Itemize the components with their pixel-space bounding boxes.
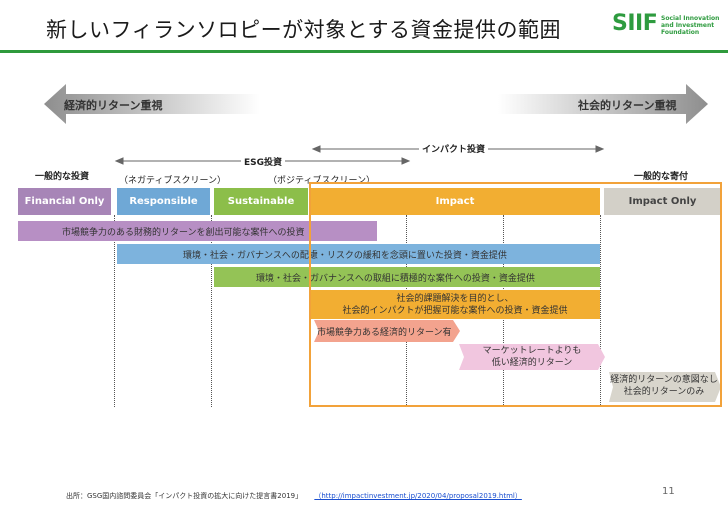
- category-impact: Impact: [310, 188, 600, 215]
- bar-label: 市場競争力のある財務的リターンを創出可能な案件への投資: [62, 227, 305, 238]
- dotted-divider: [114, 215, 115, 407]
- category-impact-only: Impact Only: [604, 188, 721, 215]
- bar-label: 環境・社会・ガバナンスへの配慮・リスクの緩和を念頭に置いた投資・資金提供: [183, 250, 507, 261]
- general-donation-label: 一般的な寄付: [634, 172, 689, 182]
- general-investment-label: 一般的な投資: [35, 172, 90, 182]
- bar-esg-risk-mitigation: 環境・社会・ガバナンスへの配慮・リスクの緩和を念頭に置いた投資・資金提供: [117, 244, 600, 264]
- impact-investment-label: インパクト投資: [419, 142, 489, 155]
- impact-scope-highlight-frame: [309, 182, 722, 407]
- arrow-below-market-return: [459, 344, 605, 370]
- positive-screening-label: （ポジティブスクリーン）: [268, 176, 376, 186]
- below-market-return-label: マーケットレートよりも 低い経済的リターン: [466, 345, 598, 369]
- esg-investment-label: ESG投資: [241, 155, 286, 168]
- source-text: 出所：GSG国内諮問委員会「インパクト投資の拡大に向けた提言書2019」: [66, 492, 303, 500]
- label-line: マーケットレートよりも: [482, 346, 582, 356]
- title-divider: [0, 50, 728, 53]
- logo-sub-line: Social Innovation: [661, 15, 720, 22]
- dotted-divider: [211, 215, 212, 407]
- return-type-arrows: [314, 320, 721, 402]
- category-financial-only: Financial Only: [18, 188, 111, 215]
- dotted-divider: [600, 215, 601, 407]
- page-number: 11: [662, 486, 675, 497]
- right-spectrum-arrow: [498, 84, 708, 124]
- siif-logo: SIIF: [612, 11, 658, 36]
- label-line: 経済的リターンの意図なし: [610, 375, 718, 385]
- arrow-social-only: [609, 372, 721, 402]
- bar-label: 社会的課題解決を目的とし、: [396, 293, 514, 304]
- logo-sub-line: Foundation: [661, 29, 700, 36]
- page-title: 新しいフィランソロピーが対象とする資金提供の範囲: [46, 18, 561, 42]
- bar-label: 社会的インパクトが把握可能な案件への投資・資金提供: [342, 305, 568, 316]
- economic-return-label: 経済的リターン重視: [64, 99, 163, 112]
- category-responsible: Responsible: [117, 188, 210, 215]
- logo-sub-line: and Investment: [661, 22, 715, 29]
- siif-logo-subtitle: Social Innovation and Investment Foundat…: [661, 15, 719, 36]
- social-only-label: 経済的リターンの意図なし 社会的リターンのみ: [608, 374, 720, 398]
- bar-social-impact-measurable: 社会的課題解決を目的とし、 社会的インパクトが把握可能な案件への投資・資金提供: [310, 290, 600, 319]
- label-line: 社会的リターンのみ: [623, 387, 705, 397]
- social-return-label: 社会的リターン重視: [578, 99, 677, 112]
- label-line: 低い経済的リターン: [491, 358, 573, 368]
- source-link[interactable]: （http://impactinvestment.jp/2020/04/prop…: [314, 492, 522, 500]
- bar-competitive-financial-return: 市場競争力のある財務的リターンを創出可能な案件への投資: [18, 221, 377, 241]
- market-return-label: 市場競争力ある経済的リターン有: [317, 328, 452, 338]
- bar-label: 環境・社会・ガバナンスへの取組に積極的な案件への投資・資金提供: [256, 273, 535, 284]
- category-sustainable: Sustainable: [214, 188, 308, 215]
- negative-screening-label: （ネガティブスクリーン）: [119, 176, 227, 186]
- arrow-market-return: [314, 320, 460, 342]
- left-spectrum-arrow: [44, 84, 260, 124]
- source-footnote: 出所：GSG国内諮問委員会「インパクト投資の拡大に向けた提言書2019」 （ht…: [66, 491, 522, 501]
